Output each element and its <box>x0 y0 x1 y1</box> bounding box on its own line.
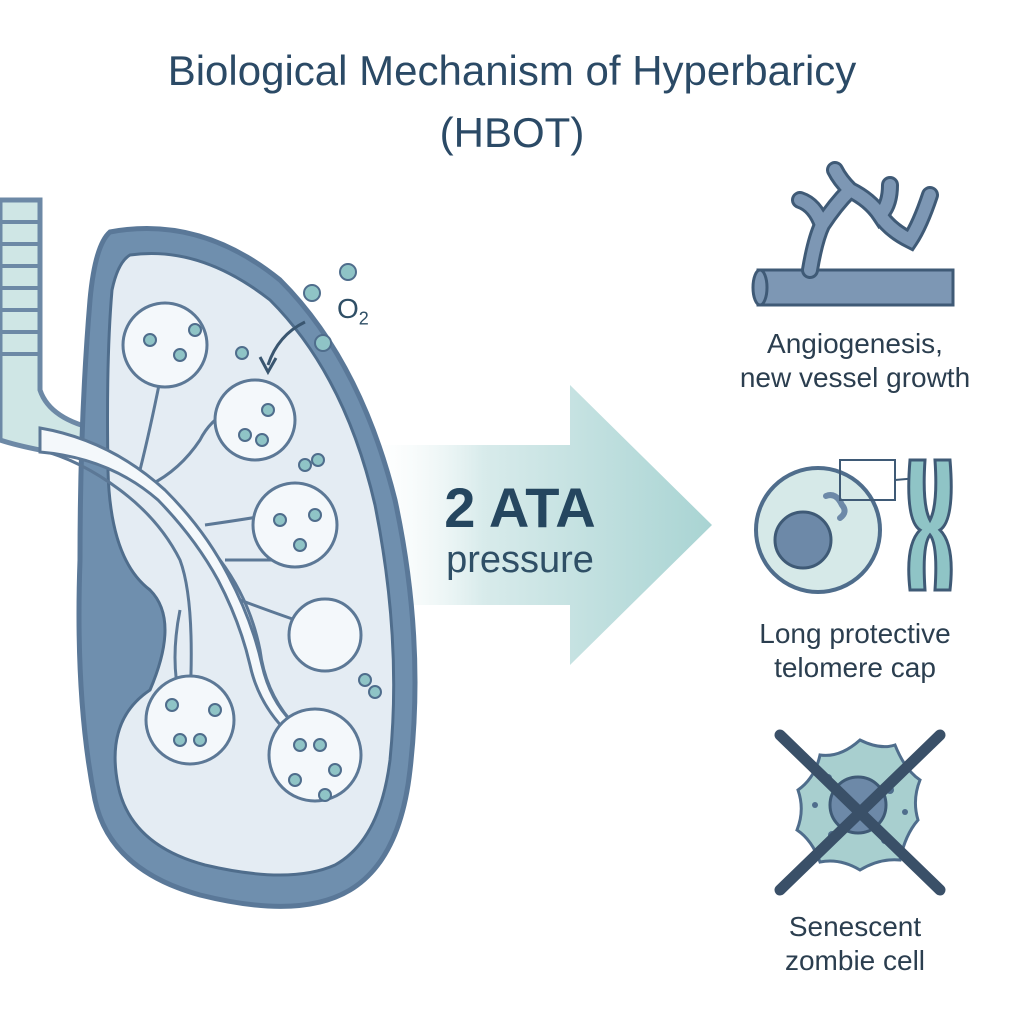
senescent-caption-line-2: zombie cell <box>784 945 926 976</box>
telomere-caption: Long protective telomere cap <box>705 617 1005 685</box>
angiogenesis-caption: Angiogenesis, new vessel growth <box>705 327 1005 395</box>
lung <box>38 225 418 909</box>
cell-chromosome-icon <box>754 458 953 594</box>
title-line-2: (HBOT) <box>439 109 585 156</box>
pressure-unit-label: pressure <box>446 539 594 581</box>
pressure-arrow <box>360 385 712 665</box>
telomere-caption-line-2: telomere cap <box>774 652 936 683</box>
pressure-value: 2 ATA <box>444 476 596 539</box>
oxygen-label-sub: 2 <box>358 308 369 329</box>
blood-vessel-icon <box>751 161 955 307</box>
oxygen-label-main: O <box>337 293 359 324</box>
oxygen-label: O2 <box>337 293 369 330</box>
crossed-senescent-cell-icon <box>774 729 946 896</box>
angiogenesis-caption-line-2: new vessel growth <box>739 362 971 393</box>
angiogenesis-caption-line-1: Angiogenesis, <box>767 328 943 359</box>
telomere-caption-line-1: Long protective <box>759 618 951 649</box>
page-title: Biological Mechanism of Hyperbaricy (HBO… <box>0 40 1024 164</box>
title-line-1: Biological Mechanism of Hyperbaricy <box>167 47 857 94</box>
pressure-label: 2 ATA pressure <box>400 478 640 582</box>
senescent-caption: Senescent zombie cell <box>705 910 1005 978</box>
senescent-caption-line-1: Senescent <box>788 911 922 942</box>
